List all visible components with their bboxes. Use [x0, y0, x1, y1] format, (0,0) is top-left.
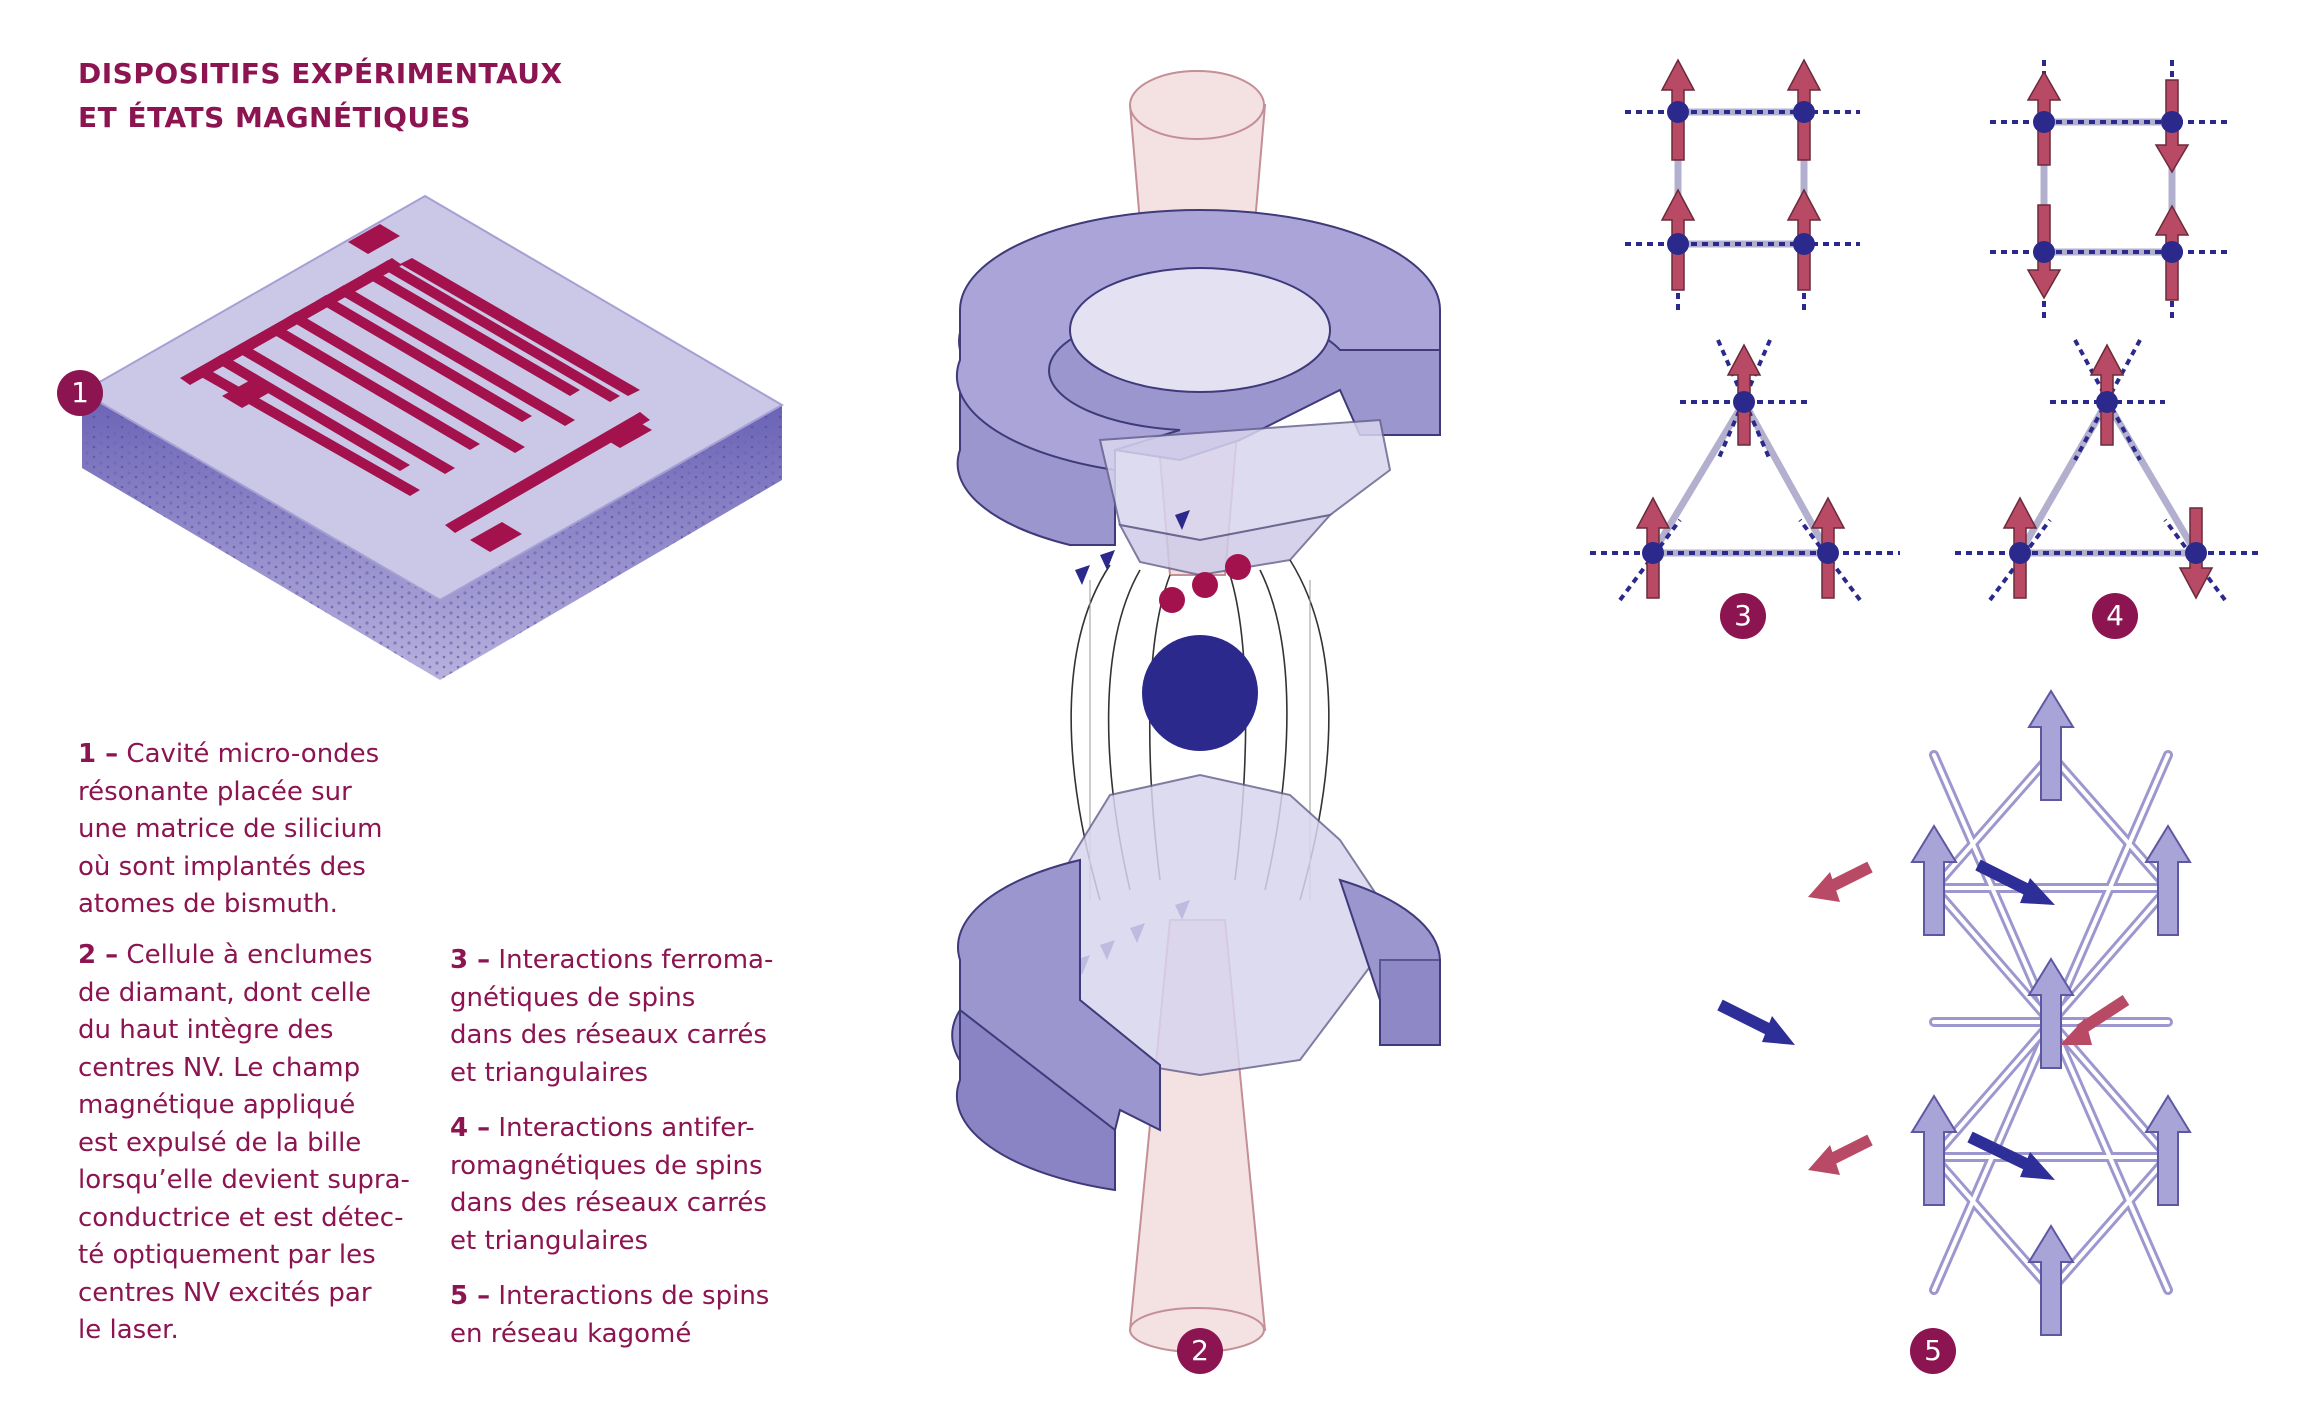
badge-2: 2 — [1177, 1328, 1223, 1374]
ferromagnetic-lattices — [1590, 58, 1900, 602]
caption-5: 5 – Interactions de spins en réseau kago… — [450, 1281, 770, 1349]
resonator-comb — [180, 224, 652, 552]
caption-4: 4 – Interactions antifer- romagnétiques … — [450, 1113, 767, 1256]
badge-3: 3 — [1720, 593, 1766, 639]
antiferromagnetic-lattices — [1955, 60, 2262, 602]
badge-5: 5 — [1910, 1328, 1956, 1374]
kagome-lattice — [1717, 689, 2192, 1336]
microwave-cavity-icon — [79, 194, 784, 680]
page-title: DISPOSITIFS EXPÉRIMENTAUX ET ÉTATS MAGNÉ… — [78, 57, 563, 134]
spin-up-arrow-icon — [1635, 58, 1846, 599]
sample-ball — [1142, 635, 1258, 751]
badge-1: 1 — [57, 370, 103, 416]
caption-3: 3 – Interactions ferroma- gnétiques de s… — [450, 945, 774, 1088]
diamond-anvil-cell-icon — [951, 70, 1441, 1353]
caption-2: 2 – Cellule à enclumes de diamant, dont … — [78, 940, 410, 1345]
caption-1: 1 – Cavité micro-ondes résonante placée … — [78, 739, 383, 919]
badge-4: 4 — [2092, 593, 2138, 639]
